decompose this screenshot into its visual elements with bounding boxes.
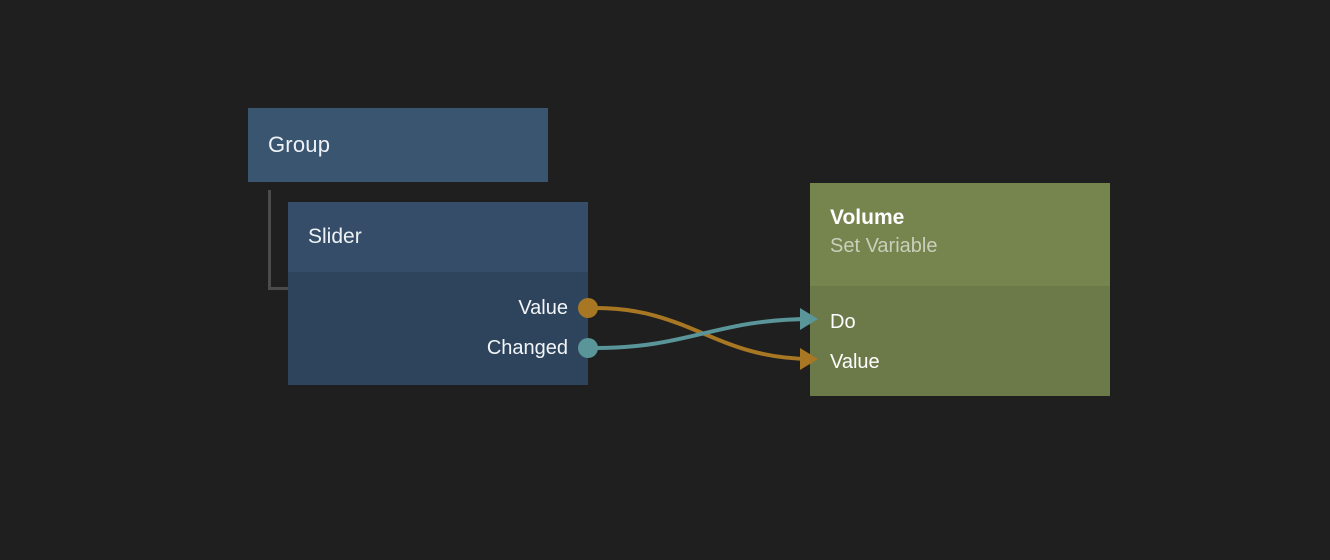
node-volume-set-variable[interactable]: Volume Set Variable Do Value [810, 183, 1110, 396]
group-node-title: Group [268, 132, 331, 157]
bracket-vertical-line [268, 190, 271, 290]
volume-input-label-value: Value [830, 350, 880, 373]
volume-node-title: Volume [830, 206, 905, 229]
slider-node-body: Value Changed [288, 272, 588, 385]
volume-node-header[interactable]: Volume Set Variable [810, 183, 1110, 286]
volume-input-label-do: Do [830, 310, 856, 333]
slider-output-label-changed: Changed [486, 336, 568, 359]
bracket-horizontal-foot [268, 287, 290, 290]
node-slider[interactable]: Slider Value Changed [288, 202, 588, 385]
slider-output-port-value[interactable]: Value [518, 296, 568, 320]
volume-node-subtitle: Set Variable [830, 235, 938, 257]
wire-slider-changed-to-volume-do [594, 317, 814, 350]
slider-output-port-changed[interactable]: Changed [487, 336, 568, 360]
group-child-bracket [268, 190, 302, 290]
slider-output-label-value: Value [518, 296, 568, 319]
slider-node-title: Slider [308, 225, 362, 248]
slider-node-header[interactable]: Slider [288, 202, 588, 272]
node-group[interactable]: Group [248, 108, 548, 182]
volume-node-body: Do Value [810, 286, 1110, 396]
volume-input-port-do[interactable]: Do [830, 310, 856, 334]
wire-slider-value-to-volume-value [594, 306, 814, 361]
volume-input-port-value[interactable]: Value [830, 350, 880, 374]
